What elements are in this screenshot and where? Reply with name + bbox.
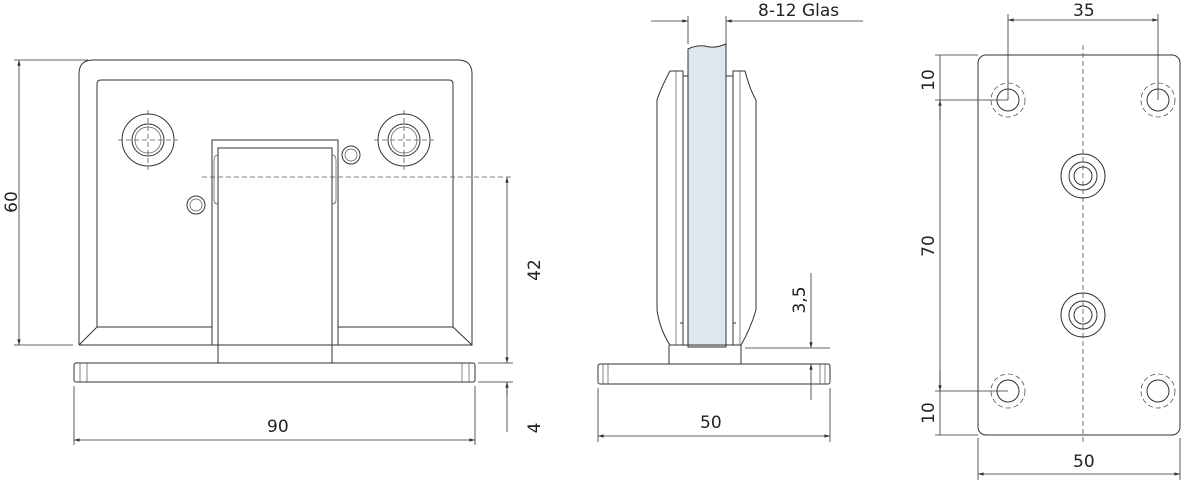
dim-edge-top: 10 <box>919 69 939 91</box>
clamp-stem-inner <box>217 147 333 364</box>
clamp-bolt-hole <box>1060 153 1106 199</box>
plate-view: 35 10 70 10 50 <box>919 1 1181 480</box>
side-view: 8-12 Glas 3,5 50 <box>597 1 863 442</box>
clamp-stem <box>211 139 339 346</box>
base-plate <box>73 362 476 383</box>
dim-gap: 3,5 <box>790 286 810 313</box>
frame-outer <box>78 59 473 346</box>
frame-inner <box>78 79 473 346</box>
dim-glass-thickness: 8-12 Glas <box>758 1 839 21</box>
dim-hole-spacing-x: 35 <box>1073 1 1095 21</box>
dim-height: 60 <box>2 191 22 213</box>
glass-pane <box>687 43 727 348</box>
hex-screw-icon <box>341 145 361 165</box>
mounting-hole <box>1140 373 1176 409</box>
screw-hole-right <box>374 110 434 170</box>
hex-screw-icon <box>186 195 206 215</box>
dim-width: 50 <box>1073 452 1095 472</box>
dim-plate-thickness: 4 <box>525 423 545 434</box>
dim-edge-bottom: 10 <box>919 402 939 424</box>
dim-width: 50 <box>700 413 722 433</box>
screw-hole-left <box>118 110 178 170</box>
clamp-bolt-hole <box>1060 292 1106 338</box>
base-plate <box>597 363 831 385</box>
dim-axis-height: 42 <box>525 259 545 281</box>
mounting-plate <box>977 54 1181 436</box>
glass-clamp <box>656 70 757 346</box>
dim-width: 90 <box>267 417 289 437</box>
front-view: 60 42 4 90 <box>2 59 545 445</box>
dim-hole-spacing-y: 70 <box>919 235 939 257</box>
